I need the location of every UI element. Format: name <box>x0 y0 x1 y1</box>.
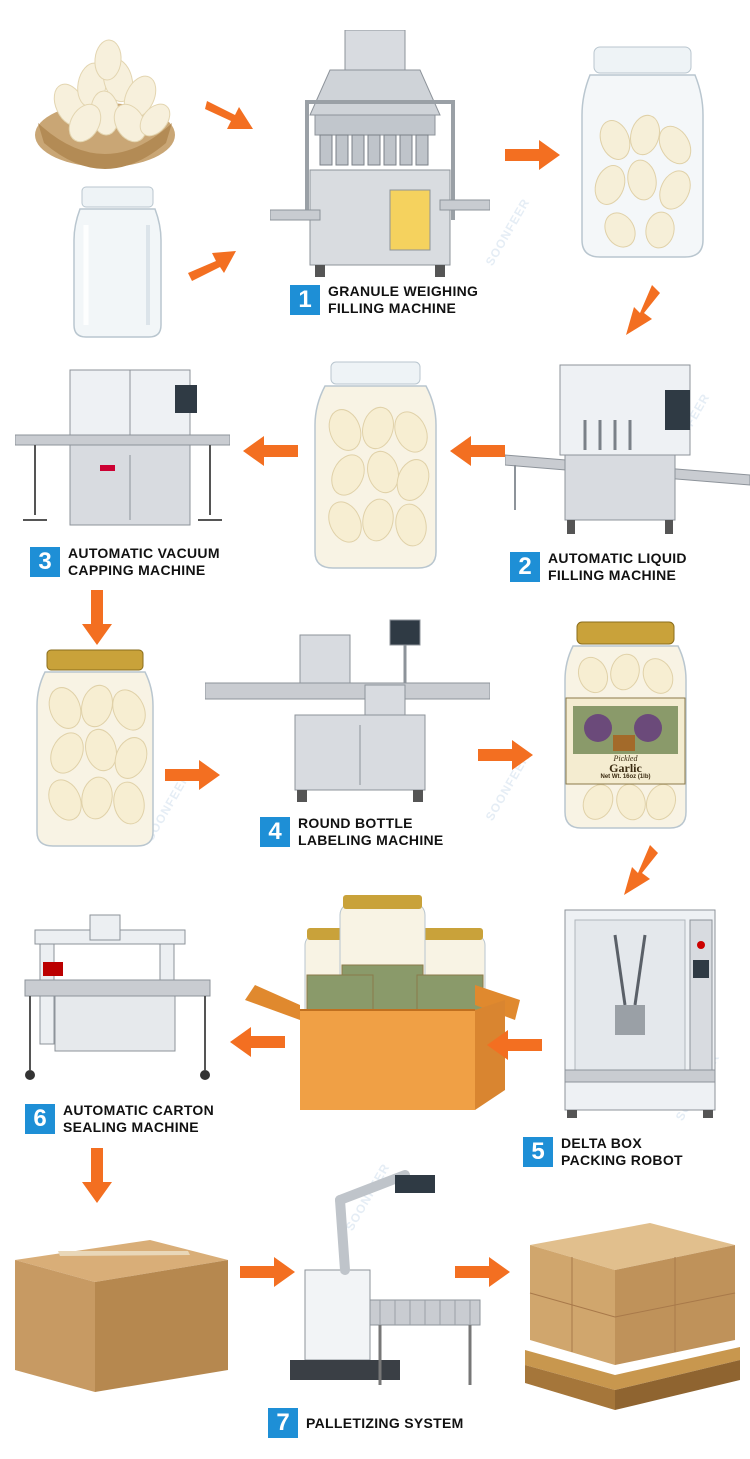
flow-arrow-icon <box>240 1257 295 1287</box>
jar-label-weight: Net Wt. 16oz (1lb) <box>600 774 651 780</box>
flow-arrow-icon <box>230 1027 285 1057</box>
garlic-jar-filled-image <box>314 361 437 569</box>
flow-arrow-icon <box>455 1257 510 1287</box>
step-4-label: 4 ROUND BOTTLE LABELING MACHINE <box>260 815 444 849</box>
step-number: 6 <box>25 1104 55 1134</box>
carton-sealing-machine-image <box>24 914 211 1080</box>
step-title: PALLETIZING SYSTEM <box>306 1414 464 1431</box>
jar-label-small: Pickled <box>613 754 638 763</box>
labeling-machine-image <box>205 619 490 802</box>
empty-jar-image <box>73 186 162 338</box>
delta-packing-robot-image <box>564 909 716 1118</box>
step-title: GRANULE WEIGHING FILLING MACHINE <box>328 283 479 316</box>
step-3-label: 3 AUTOMATIC VACUUM CAPPING MACHINE <box>30 545 220 579</box>
flow-arrow-icon <box>243 436 298 466</box>
step-6-label: 6 AUTOMATIC CARTON SEALING MACHINE <box>25 1102 214 1136</box>
step-number: 7 <box>268 1408 298 1438</box>
watermark: SOONFEER <box>482 195 533 269</box>
flow-arrow-icon <box>188 251 236 281</box>
flow-arrow-icon <box>505 140 560 170</box>
step-number: 4 <box>260 817 290 847</box>
step-2-label: 2 AUTOMATIC LIQUID FILLING MACHINE <box>510 550 687 584</box>
open-box-with-jars-image <box>245 895 520 1110</box>
step-title: AUTOMATIC VACUUM CAPPING MACHINE <box>68 545 220 578</box>
step-title: DELTA BOX PACKING ROBOT <box>561 1135 683 1168</box>
flow-arrow-icon <box>478 740 533 770</box>
garlic-bowl-image <box>35 39 175 169</box>
step-number: 5 <box>523 1137 553 1167</box>
garlic-jar-open-image <box>581 46 704 258</box>
liquid-filling-machine-image <box>505 364 750 534</box>
step-number: 3 <box>30 547 60 577</box>
flow-arrow-icon <box>450 436 505 466</box>
granule-weighing-machine-image <box>270 30 490 277</box>
capped-jar-image <box>36 649 154 847</box>
jar-label-title: Garlic <box>609 761 642 775</box>
labeled-garlic-jar: Pickled Garlic Net Wt. 16oz (1lb) <box>563 620 688 830</box>
pallet-with-cartons-image <box>525 1223 740 1410</box>
sealed-carton-image <box>15 1240 228 1392</box>
flow-arrow-icon <box>626 285 660 335</box>
flow-arrow-icon <box>82 590 112 645</box>
flow-arrow-icon <box>624 845 658 895</box>
step-1-label: 1 GRANULE WEIGHING FILLING MACHINE <box>290 283 478 317</box>
step-title: AUTOMATIC LIQUID FILLING MACHINE <box>548 550 687 583</box>
step-number: 1 <box>290 285 320 315</box>
flow-arrow-icon <box>205 101 253 129</box>
step-5-label: 5 DELTA BOX PACKING ROBOT <box>523 1135 683 1169</box>
flow-arrow-icon <box>487 1030 542 1060</box>
step-title: ROUND BOTTLE LABELING MACHINE <box>298 815 444 848</box>
step-title: AUTOMATIC CARTON SEALING MACHINE <box>63 1102 215 1135</box>
vacuum-capping-machine-image <box>15 369 230 526</box>
flow-arrow-icon <box>82 1148 112 1203</box>
step-7-label: 7 PALLETIZING SYSTEM <box>268 1408 464 1438</box>
step-number: 2 <box>510 552 540 582</box>
palletizing-robot-image <box>290 1170 481 1385</box>
flow-arrow-icon <box>165 760 220 790</box>
labeled-jar-image <box>564 621 687 829</box>
